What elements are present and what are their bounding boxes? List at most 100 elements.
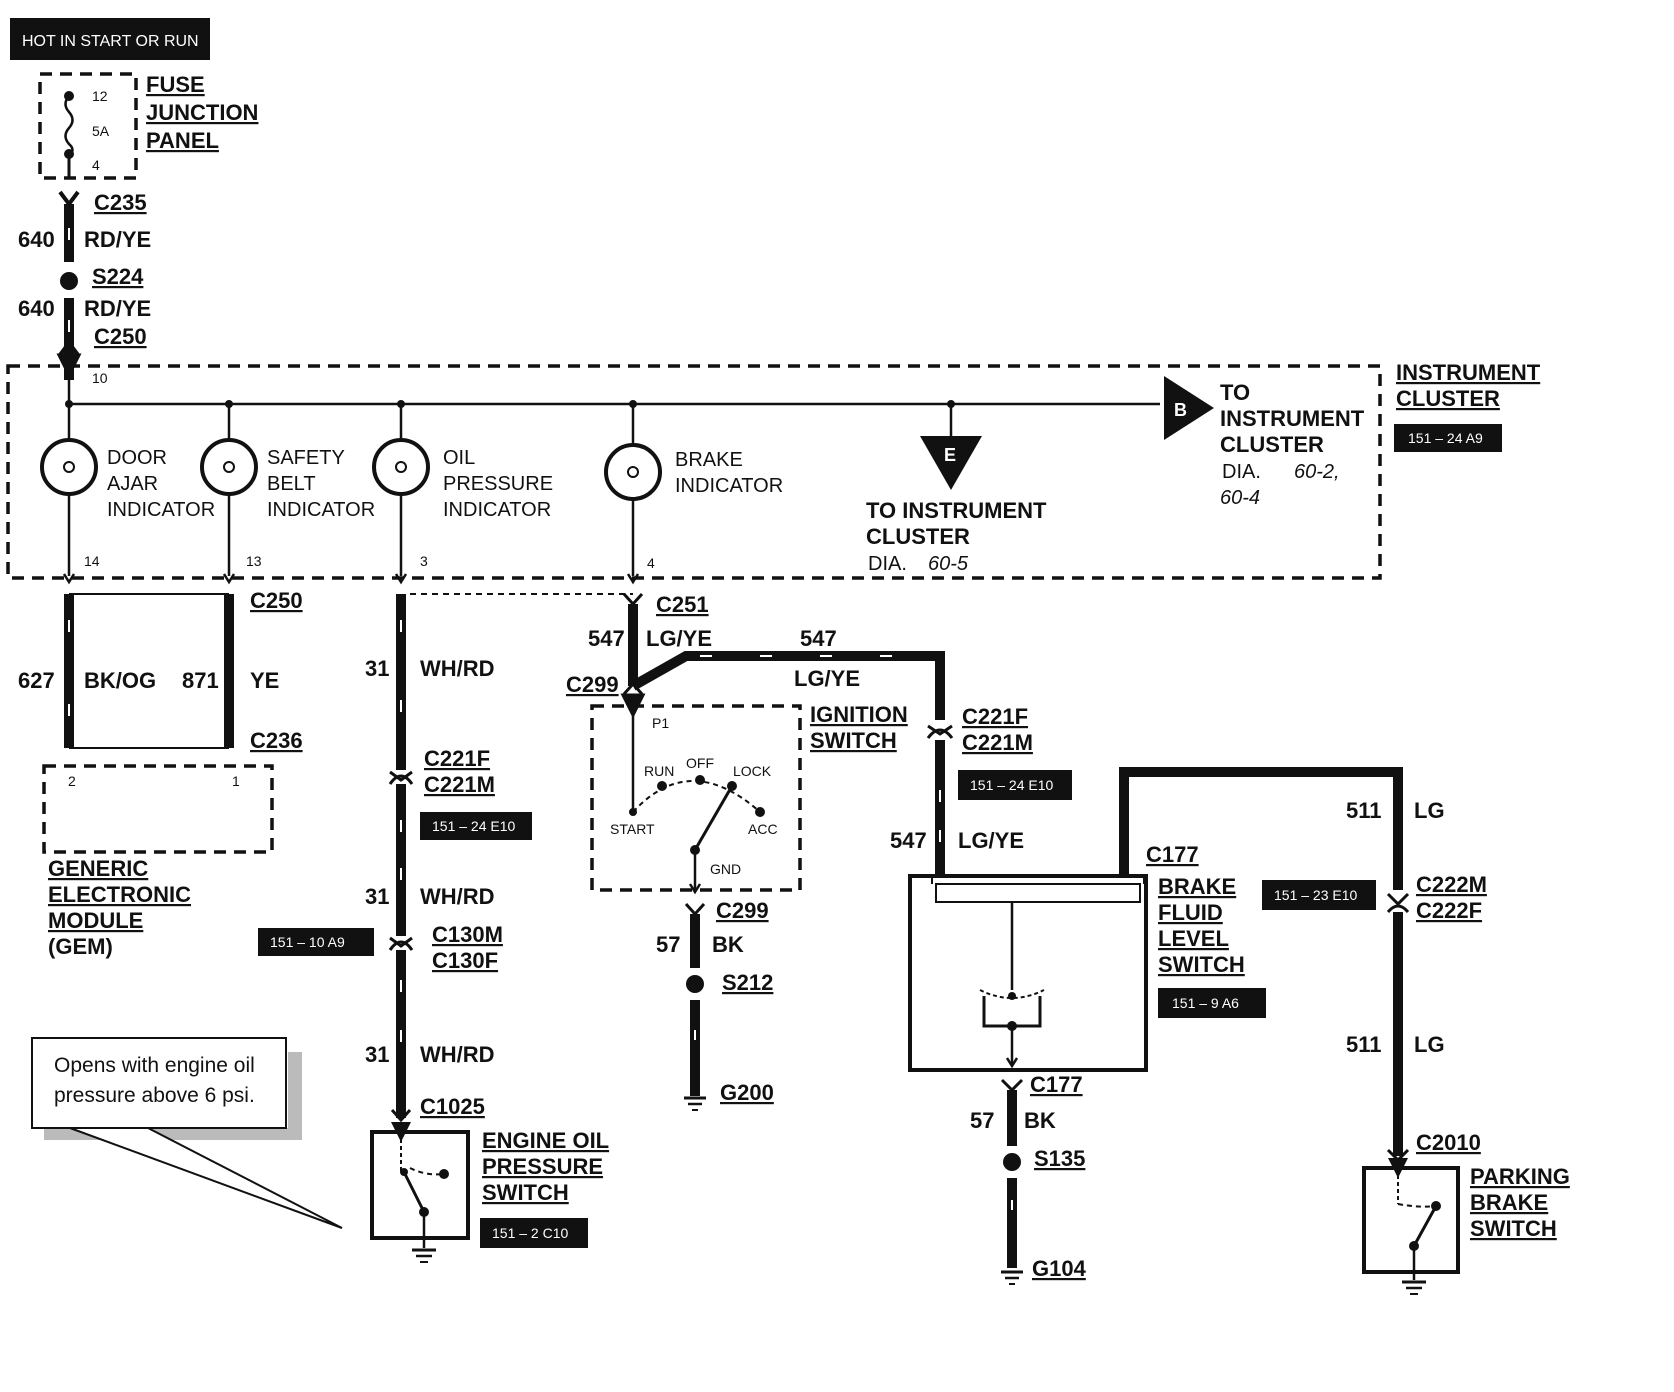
ignition-label-1: IGNITION: [810, 702, 908, 727]
to-cluster-e-dia-number: 60-5: [928, 553, 969, 575]
gem-c250-label: C250: [250, 588, 303, 613]
s135-label: S135: [1034, 1146, 1085, 1171]
to-cluster-e-label-1: TO INSTRUMENT: [866, 498, 1047, 523]
ignition-color-2: LG/YE: [794, 666, 860, 691]
note-callout-box: [31, 1037, 287, 1129]
c1025-label: C1025: [420, 1094, 485, 1119]
gem-pin-1: 1: [232, 773, 240, 789]
s212-splice: [686, 975, 704, 993]
parking-circuit-2: 511: [1346, 1032, 1382, 1057]
brake-fluid-label-4: SWITCH: [1158, 952, 1245, 977]
parking-brake-switch-box: [1362, 1166, 1460, 1274]
brake-fluid-switch-box: [908, 874, 1148, 1072]
gem-color-b: YE: [250, 668, 279, 693]
to-cluster-b-dia-number-2: 60-4: [1220, 487, 1260, 509]
fuse-box: [38, 72, 138, 180]
c250-top-label: C250: [94, 324, 147, 349]
fuse-panel-label-3: PANEL: [146, 128, 219, 153]
c222f-label: C222F: [1416, 898, 1482, 923]
parking-feed-wire-511: [1119, 767, 1403, 890]
oil-circuit-2: 31: [365, 884, 389, 909]
fuse-pin-top-label: 12: [92, 88, 108, 104]
c177-bottom-label: C177: [1030, 1072, 1083, 1097]
oil-circuit-1: 31: [365, 656, 389, 681]
cluster-ref: 151 – 24 A9: [1408, 430, 1483, 446]
c250-top-connector: [58, 339, 80, 357]
gem-label-2: ELECTRONIC: [48, 882, 191, 907]
oil-ref-1: 151 – 24 E10: [432, 818, 516, 834]
feed-color-1: RD/YE: [84, 227, 151, 252]
gem-color-a: BK/OG: [84, 668, 156, 693]
brake-gnd-circuit: 57: [970, 1108, 994, 1133]
gem-label-4: (GEM): [48, 934, 113, 959]
oil-pressure-label-2: PRESSURE: [443, 473, 553, 495]
door-ajar-label-1: DOOR: [107, 447, 167, 469]
oil-switch-ref-box: [480, 1218, 588, 1248]
ignition-color-1: LG/YE: [646, 626, 712, 651]
to-cluster-b-label-1: TO: [1220, 380, 1250, 405]
fuse-rating: 5A: [92, 123, 110, 139]
oil-color-1: WH/RD: [420, 656, 495, 681]
gem-label-1: GENERIC: [48, 856, 148, 881]
to-cluster-b-dia-number-1: 60-2,: [1294, 461, 1340, 483]
ignition-switch-box: [590, 704, 802, 892]
note-callout-pointer: [69, 1127, 343, 1229]
cluster-ref-box: [1394, 424, 1502, 452]
brake-ref-1: 151 – 24 E10: [970, 777, 1054, 793]
safety-belt-label-1: SAFETY: [267, 447, 345, 469]
to-cluster-b-label-3: CLUSTER: [1220, 432, 1324, 457]
gem-circuit-a: 627: [18, 668, 55, 693]
brake-ref-box-1: [958, 770, 1072, 800]
ignition-circuit-1: 547: [588, 626, 625, 651]
door-ajar-bulb-icon: [40, 438, 98, 496]
door-ajar-label-2: AJAR: [107, 473, 158, 495]
hot-label: HOT IN START OR RUN: [22, 33, 199, 50]
ignition-gnd-circuit: 57: [656, 932, 680, 957]
c130f-label: C130F: [432, 948, 498, 973]
to-cluster-b-dia: DIA.: [1222, 461, 1261, 483]
oil-pressure-pin: 3: [420, 553, 428, 569]
oil-circuit-3: 31: [365, 1042, 389, 1067]
s224-splice: [60, 272, 78, 290]
parking-color-1: LG: [1414, 798, 1445, 823]
ignition-start: START: [610, 821, 655, 837]
fuse-symbol: [64, 95, 74, 157]
oil-switch-label-1: ENGINE OIL: [482, 1128, 609, 1153]
c221-brake-connector: [926, 728, 954, 739]
hot-label-box: [10, 18, 210, 60]
oil-ref-box-1: [420, 812, 532, 840]
oil-pressure-label-3: INDICATOR: [443, 499, 551, 521]
safety-belt-pin: 13: [246, 553, 262, 569]
oil-color-2: WH/RD: [420, 884, 495, 909]
g104-label: G104: [1032, 1256, 1087, 1281]
brake-ref-box-2: [1158, 988, 1266, 1018]
parking-ref: 151 – 23 E10: [1274, 887, 1358, 903]
cluster-title-1: INSTRUMENT: [1396, 360, 1541, 385]
g200-label: G200: [720, 1080, 774, 1105]
brake-fluid-circuit: 547: [890, 828, 927, 853]
cluster-pin-in: 10: [92, 370, 108, 386]
c299-top-label: C299: [566, 672, 619, 697]
s212-label: S212: [722, 970, 773, 995]
c130-connector: [388, 940, 414, 951]
safety-belt-label-2: BELT: [267, 473, 316, 495]
parking-color-2: LG: [1414, 1032, 1445, 1057]
door-ajar-pin: 14: [84, 553, 100, 569]
c221-oil-connector: [388, 774, 414, 785]
c251-label: C251: [656, 592, 709, 617]
brake-indicator-label-2: INDICATOR: [675, 475, 783, 497]
brake-gnd-color: BK: [1024, 1108, 1056, 1133]
connector-b-letter: B: [1174, 400, 1187, 420]
to-cluster-b-label-2: INSTRUMENT: [1220, 406, 1365, 431]
c130m-label: C130M: [432, 922, 503, 947]
brake-indicator-pin: 4: [647, 555, 655, 571]
brake-fluid-feed-wire-547: [630, 651, 945, 720]
brake-fluid-color: LG/YE: [958, 828, 1024, 853]
ignition-label-2: SWITCH: [810, 728, 897, 753]
fuse-panel-label-1: FUSE: [146, 72, 205, 97]
oil-ref-box-2: [258, 928, 374, 956]
oil-switch-label-3: SWITCH: [482, 1180, 569, 1205]
oil-switch-contact-icon: [402, 1171, 426, 1213]
safety-belt-bulb-icon: [200, 438, 258, 496]
